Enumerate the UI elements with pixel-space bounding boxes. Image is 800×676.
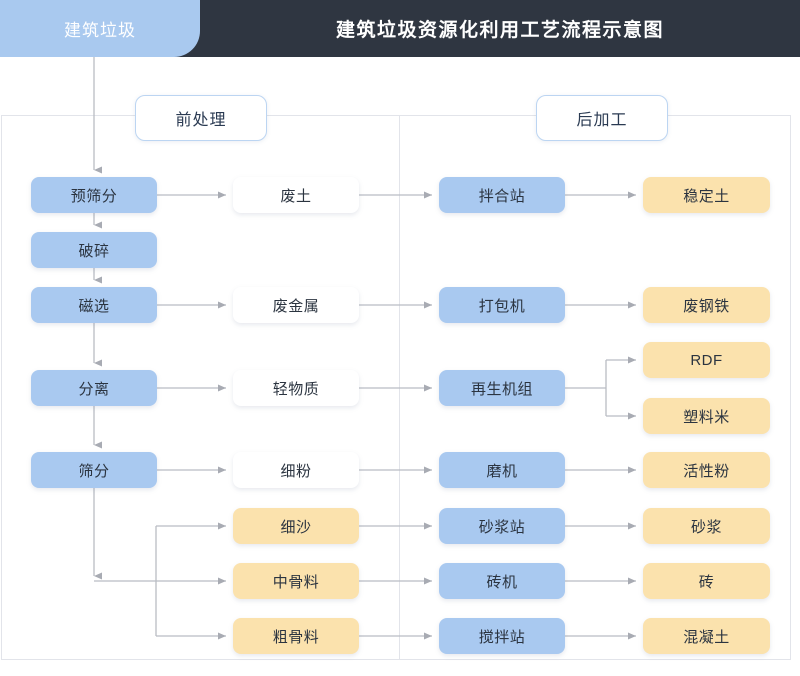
node-coarse-aggregate-label: 粗骨料: [272, 628, 320, 646]
node-crush[interactable]: 破碎: [31, 232, 157, 268]
node-baler[interactable]: 打包机: [439, 287, 565, 323]
node-fine-sand[interactable]: 细沙: [233, 508, 359, 544]
section-label-post-text: 后加工: [576, 112, 628, 129]
node-magnetic-label: 磁选: [78, 297, 110, 315]
page-title: 建筑垃圾资源化利用工艺流程示意图: [200, 0, 800, 57]
node-light-matter-label: 轻物质: [272, 380, 320, 398]
node-mix-station[interactable]: 拌合站: [439, 177, 565, 213]
node-mortar-label: 砂浆: [690, 518, 722, 536]
node-pre-screen[interactable]: 预筛分: [31, 177, 157, 213]
node-regen-unit[interactable]: 再生机组: [439, 370, 565, 406]
diagram-frame: [1, 115, 791, 660]
node-fine-sand-label: 细沙: [280, 518, 312, 536]
node-waste-metal[interactable]: 废金属: [233, 287, 359, 323]
node-rdf[interactable]: RDF: [643, 342, 770, 378]
node-grinder[interactable]: 磨机: [439, 452, 565, 488]
node-brick[interactable]: 砖: [643, 563, 770, 599]
header-tab-source: 建筑垃圾: [0, 0, 200, 57]
node-brick-machine-label: 砖机: [486, 573, 518, 591]
node-light-matter[interactable]: 轻物质: [233, 370, 359, 406]
node-plastic-pellet-label: 塑料米: [683, 408, 730, 426]
node-scrap-steel-label: 废钢铁: [683, 297, 730, 315]
node-waste-metal-label: 废金属: [272, 297, 320, 315]
node-coarse-aggregate[interactable]: 粗骨料: [233, 618, 359, 654]
node-concrete-label: 混凝土: [683, 628, 730, 646]
node-baler-label: 打包机: [478, 297, 526, 315]
node-regen-unit-label: 再生机组: [470, 380, 533, 398]
node-mid-aggregate[interactable]: 中骨料: [233, 563, 359, 599]
header-tab-label: 建筑垃圾: [64, 21, 136, 40]
node-active-powder-label: 活性粉: [683, 462, 730, 480]
page-header: 建筑垃圾 建筑垃圾资源化利用工艺流程示意图: [0, 0, 800, 57]
node-pre-screen-label: 预筛分: [70, 187, 118, 205]
node-brick-machine[interactable]: 砖机: [439, 563, 565, 599]
node-fine-powder-label: 细粉: [280, 462, 312, 480]
node-mid-aggregate-label: 中骨料: [272, 573, 320, 591]
node-batch-plant[interactable]: 搅拌站: [439, 618, 565, 654]
node-screen-label: 筛分: [78, 462, 110, 480]
node-crush-label: 破碎: [78, 242, 110, 260]
page-title-text: 建筑垃圾资源化利用工艺流程示意图: [335, 20, 664, 41]
node-fine-powder[interactable]: 细粉: [233, 452, 359, 488]
section-label-pre-text: 前处理: [175, 112, 227, 129]
node-concrete[interactable]: 混凝土: [643, 618, 770, 654]
node-scrap-steel[interactable]: 废钢铁: [643, 287, 770, 323]
node-stabilized-soil-label: 稳定土: [683, 187, 730, 205]
node-mortar-plant-label: 砂浆站: [478, 518, 526, 536]
node-grinder-label: 磨机: [486, 462, 518, 480]
node-stabilized-soil[interactable]: 稳定土: [643, 177, 770, 213]
node-mix-station-label: 拌合站: [478, 187, 526, 205]
node-waste-soil[interactable]: 废土: [233, 177, 359, 213]
node-batch-plant-label: 搅拌站: [478, 628, 526, 646]
node-screen[interactable]: 筛分: [31, 452, 157, 488]
node-separate[interactable]: 分离: [31, 370, 157, 406]
node-rdf-label: RDF: [690, 351, 723, 369]
node-mortar-plant[interactable]: 砂浆站: [439, 508, 565, 544]
node-separate-label: 分离: [78, 380, 110, 398]
section-label-post: 后加工: [536, 95, 668, 141]
node-waste-soil-label: 废土: [280, 187, 312, 205]
node-magnetic[interactable]: 磁选: [31, 287, 157, 323]
node-plastic-pellet[interactable]: 塑料米: [643, 398, 770, 434]
node-brick-label: 砖: [698, 573, 715, 591]
section-label-pre: 前处理: [135, 95, 267, 141]
node-active-powder[interactable]: 活性粉: [643, 452, 770, 488]
node-mortar[interactable]: 砂浆: [643, 508, 770, 544]
